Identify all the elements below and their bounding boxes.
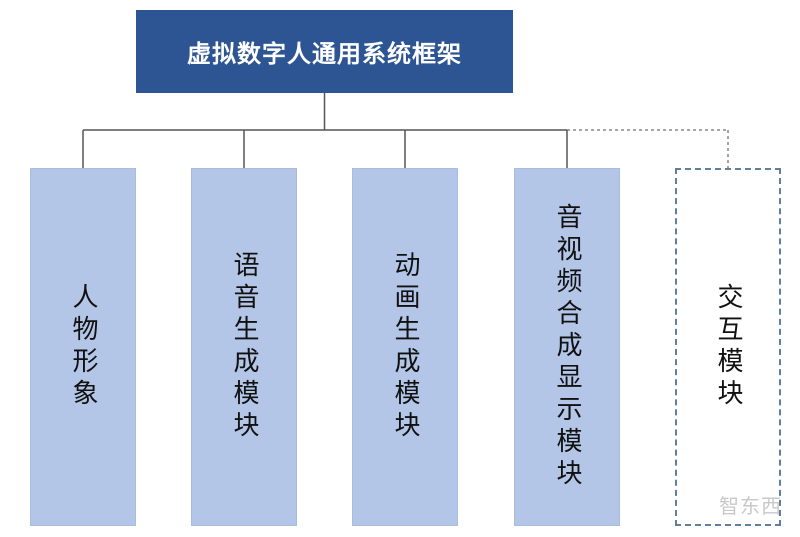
module-interaction: 交互模块: [675, 168, 781, 526]
module-voice-generation: 语音生成模块: [191, 168, 297, 526]
module-animation-generation: 动画生成模块: [352, 168, 458, 526]
module-label: 动画生成模块: [390, 251, 420, 443]
module-character-image: 人物形象: [30, 168, 136, 526]
watermark-logo: 智东西: [719, 494, 782, 518]
diagram-root-title: 虚拟数字人通用系统框架: [136, 10, 513, 93]
module-av-composition-display: 音视频合成显示模块: [514, 168, 620, 526]
module-label: 交互模块: [713, 283, 743, 411]
module-label: 人物形象: [68, 283, 98, 411]
module-label: 音视频合成显示模块: [552, 203, 582, 491]
module-label: 语音生成模块: [229, 251, 259, 443]
root-title-label: 虚拟数字人通用系统框架: [187, 40, 462, 68]
